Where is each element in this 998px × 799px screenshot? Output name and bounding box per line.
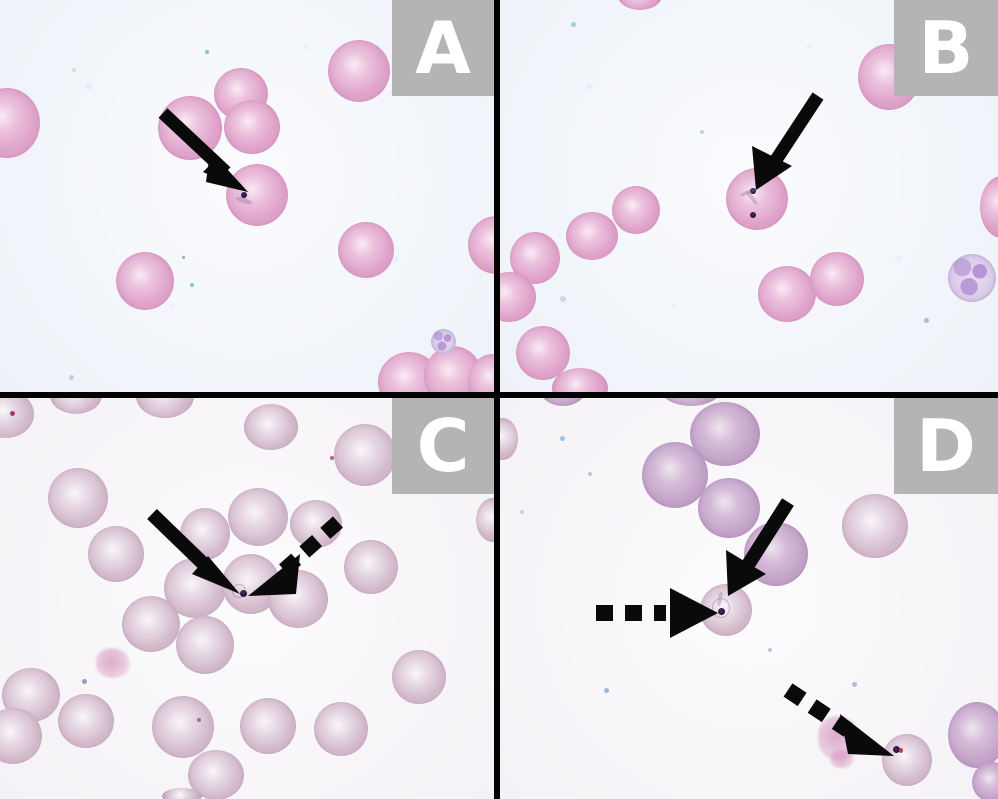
panel-label-text: A — [415, 6, 471, 90]
granulocyte-b — [948, 254, 996, 302]
rbc — [314, 702, 368, 756]
stain-speck — [197, 718, 201, 722]
rbc — [290, 500, 342, 548]
rbc — [152, 696, 214, 758]
panel-b: B — [500, 0, 998, 392]
panel-label-text: D — [916, 404, 976, 488]
stain-speck — [10, 411, 15, 416]
rbc — [228, 488, 288, 546]
stain-speck — [560, 436, 565, 441]
rbc — [48, 468, 108, 528]
rbc — [842, 494, 908, 558]
stain-speck — [190, 283, 194, 287]
rbc — [698, 478, 760, 538]
stain-speck — [604, 688, 609, 693]
rbc — [88, 526, 144, 582]
stain-speck — [571, 22, 576, 27]
infected-rbc-a — [226, 164, 288, 226]
rbc — [972, 762, 998, 799]
rbc — [758, 266, 816, 322]
rbc — [642, 442, 708, 508]
rbc — [516, 326, 570, 380]
rbc — [158, 96, 222, 160]
parasite-dot — [750, 188, 756, 194]
rbc — [176, 616, 234, 674]
infected-rbc-b — [726, 168, 788, 230]
stain-speck — [588, 472, 592, 476]
parasite-pigment — [899, 748, 903, 753]
rbc — [540, 398, 586, 406]
stain-speck — [182, 256, 185, 259]
rbc — [58, 694, 114, 748]
rbc — [618, 0, 662, 10]
rbc — [162, 788, 202, 799]
rbc — [244, 404, 298, 450]
rbc — [268, 570, 328, 628]
parasite-dot — [718, 608, 725, 615]
rbc — [476, 498, 494, 542]
panel-label-b: B — [894, 0, 998, 96]
infected-rbc-d2 — [882, 734, 932, 786]
panel-label-c: C — [392, 398, 494, 494]
rbc — [180, 508, 230, 560]
rbc — [328, 40, 390, 102]
stain-speck — [205, 50, 209, 54]
rbc — [392, 650, 446, 704]
stain-speck — [924, 318, 929, 323]
stain-debris-c — [96, 648, 130, 678]
rbc — [240, 698, 296, 754]
parasite-dot — [241, 192, 247, 198]
rbc — [116, 252, 174, 310]
stain-debris-d — [830, 750, 854, 768]
stain-speck — [72, 68, 76, 72]
parasite-dot — [240, 590, 247, 597]
stain-speck — [768, 648, 772, 652]
panel-label-text: B — [918, 6, 974, 90]
rbc — [810, 252, 864, 306]
rbc — [136, 398, 194, 418]
rbc — [612, 186, 660, 234]
rbc — [334, 424, 396, 486]
parasite-dot — [750, 212, 756, 218]
rbc — [50, 398, 102, 414]
stain-speck — [560, 296, 566, 302]
rbc — [122, 596, 180, 652]
parasite-dot — [893, 746, 900, 753]
stain-speck — [82, 679, 87, 684]
rbc — [338, 222, 394, 278]
rbc — [500, 418, 518, 460]
panel-a: A — [0, 0, 494, 392]
panel-label-text: C — [416, 404, 470, 488]
rbc — [566, 212, 618, 260]
stain-speck — [330, 456, 334, 460]
rbc — [980, 176, 998, 238]
stain-speck — [69, 375, 74, 380]
panel-c: C — [0, 398, 494, 799]
rbc — [948, 702, 998, 768]
rbc — [224, 100, 280, 154]
stain-speck — [700, 130, 704, 134]
panel-label-a: A — [392, 0, 494, 96]
platelet-cluster-a — [431, 329, 456, 354]
rbc — [660, 398, 722, 406]
panel-label-d: D — [894, 398, 998, 494]
stain-speck — [520, 510, 524, 514]
rbc — [744, 522, 808, 586]
panel-d: D — [500, 398, 998, 799]
stain-speck — [852, 682, 857, 687]
rbc — [344, 540, 398, 594]
